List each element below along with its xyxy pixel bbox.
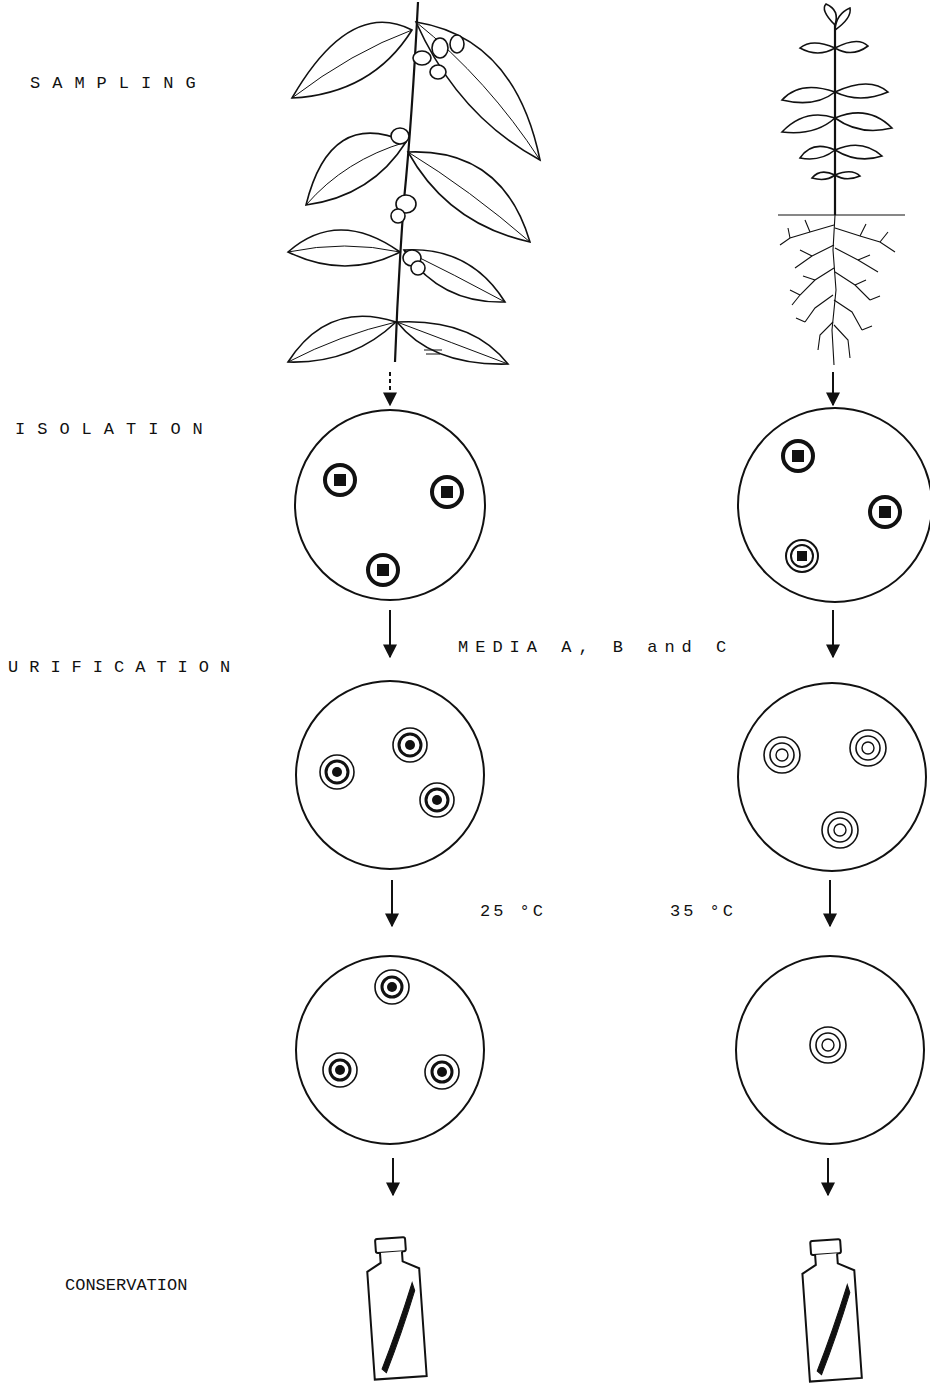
label-holder: 35 °C (670, 902, 736, 922)
step-label: CONSERVATION (65, 1276, 187, 1296)
colony (320, 728, 886, 848)
petri-dish (295, 408, 930, 1144)
step-label: SAMPLING (30, 74, 208, 94)
label-holder: CONSERVATION (65, 1276, 187, 1296)
label-holder: SAMPLING (30, 74, 208, 94)
flow-arrow (390, 372, 833, 1195)
step-label: ISOLATION (15, 420, 215, 440)
step-label: URIFICATION (8, 658, 241, 678)
temperature-label: 35 °C (670, 902, 736, 922)
coffee-branch (288, 2, 540, 364)
temperature-label: 25 °C (480, 902, 546, 922)
label-holder: URIFICATION (8, 658, 241, 678)
colony (323, 970, 846, 1089)
media-label: MEDIA A, B and C (458, 638, 733, 658)
label-holder: 25 °C (480, 902, 546, 922)
label-holder: ISOLATION (15, 420, 215, 440)
culture-vial (365, 1236, 862, 1381)
seedling-plant (778, 4, 905, 365)
colony (325, 441, 900, 585)
label-holder: MEDIA A, B and C (458, 638, 733, 658)
